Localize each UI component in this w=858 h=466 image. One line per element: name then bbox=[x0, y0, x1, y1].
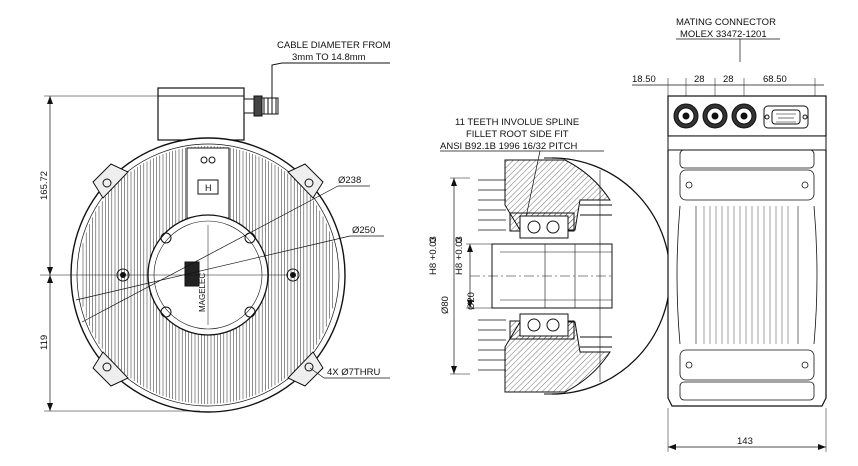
dia20-zero: 0 bbox=[454, 238, 465, 243]
section-view: 11 TEETH INVOLUE SPLINE FILLET ROOT SIDE… bbox=[428, 117, 671, 395]
holes-leader bbox=[309, 367, 325, 379]
spline-line3: ANSI B92.1B 1996 16/32 PITCH bbox=[440, 141, 577, 152]
dia238-label: Ø238 bbox=[338, 175, 361, 186]
spline-line2: FILLET ROOT SIDE FIT bbox=[466, 129, 569, 140]
cable-note-line2: 3mm TO 14.8mm bbox=[292, 52, 366, 63]
dim-28-a: 28 bbox=[694, 74, 705, 85]
dia80-zero: 0 bbox=[428, 238, 439, 243]
db-connector bbox=[763, 105, 809, 129]
dia20-label: Ø20 bbox=[466, 292, 477, 310]
cable-leader bbox=[271, 62, 390, 105]
width-label: 143 bbox=[737, 436, 753, 447]
dia250-label: Ø250 bbox=[352, 225, 375, 236]
section-fins bbox=[478, 179, 506, 371]
junction-box bbox=[157, 87, 245, 141]
dia238-leader bbox=[81, 185, 339, 323]
height-bottom-label: 119 bbox=[39, 335, 50, 350]
dia80-tol: H8 +0.03 bbox=[428, 236, 439, 275]
dim-28-b: 28 bbox=[723, 74, 734, 85]
cable-gland bbox=[243, 95, 279, 117]
height-top-label: 165.72 bbox=[39, 171, 50, 200]
dim-18-50: 18.50 bbox=[632, 74, 656, 85]
dim-68-50: 68.50 bbox=[763, 74, 787, 85]
dia250-leader bbox=[75, 235, 351, 301]
dia80-label: Ø80 bbox=[440, 296, 451, 314]
connector-line1: MATING CONNECTOR bbox=[676, 17, 776, 28]
cable-note-line1: CABLE DIAMETER FROM bbox=[277, 40, 391, 51]
holes-note: 4X Ø7THRU bbox=[327, 367, 380, 378]
label-h: H bbox=[205, 183, 212, 193]
side-view: MATING CONNECTOR MOLEX 33472-1201 18.50 … bbox=[632, 17, 827, 452]
connector-line2: MOLEX 33472-1201 bbox=[680, 29, 767, 40]
logo-text: MAGELEC bbox=[198, 273, 207, 312]
logo-block bbox=[184, 261, 200, 287]
cable-glands-side bbox=[673, 103, 757, 129]
dia20-tol: H8 +0.03 bbox=[454, 236, 465, 275]
side-bands bbox=[676, 149, 818, 401]
front-view: CABLE DIAMETER FROM 3mm TO 14.8mm bbox=[39, 40, 391, 413]
mounting-ears bbox=[92, 163, 324, 387]
side-fins bbox=[703, 206, 789, 344]
spline-line1: 11 TEETH INVOLUE SPLINE bbox=[455, 117, 579, 128]
